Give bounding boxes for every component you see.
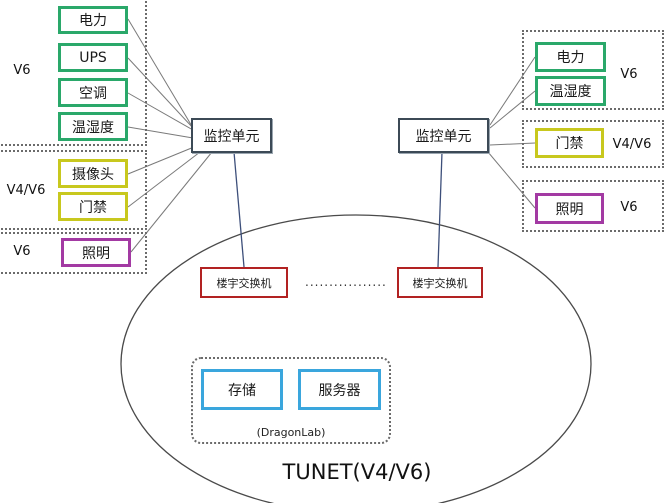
storage-node: 存储 — [201, 369, 283, 410]
tunet-title: TUNET(V4/V6) — [282, 460, 432, 484]
right-label-v6-bottom: V6 — [620, 199, 638, 215]
link-left-camera — [127, 146, 195, 175]
left-ac-node: 空调 — [58, 78, 128, 107]
tunet-boundary — [120, 214, 592, 503]
right-lighting-node: 照明 — [535, 193, 604, 224]
left-power-node: 电力 — [58, 6, 128, 34]
left-group-v6-bottom — [0, 232, 147, 274]
switch-ellipsis: ................. — [305, 275, 387, 289]
left-ups-node: UPS — [58, 43, 128, 72]
right-group-v6-bottom — [522, 180, 664, 232]
link-left-temp — [127, 126, 194, 139]
right-temp-humidity-node: 温湿度 — [535, 76, 606, 106]
dragonlab-label: (DragonLab) — [256, 425, 326, 439]
right-group-v6-top — [522, 30, 664, 110]
link-right-temp — [489, 90, 536, 129]
link-left-access — [127, 151, 201, 208]
right-access-control-node: 门禁 — [535, 128, 604, 158]
link-left-ac — [127, 92, 194, 131]
left-label-v6-top: V6 — [13, 62, 31, 78]
link-left-ups — [127, 57, 194, 129]
right-label-v4v6: V4/V6 — [612, 136, 652, 152]
right-label-v6-top: V6 — [620, 66, 638, 82]
left-monitor-unit: 监控单元 — [191, 118, 272, 153]
right-power-node: 电力 — [535, 42, 606, 72]
left-group-v6-top — [0, 0, 147, 146]
left-camera-node: 摄像头 — [58, 159, 128, 188]
left-label-v4v6: V4/V6 — [6, 182, 46, 198]
link-left-power — [127, 18, 194, 129]
left-building-switch: 楼宇交换机 — [200, 267, 288, 298]
left-temp-humidity-node: 温湿度 — [58, 112, 128, 141]
right-monitor-unit: 监控单元 — [398, 118, 489, 153]
left-lighting-node: 照明 — [61, 238, 131, 267]
dragonlab-group — [191, 357, 391, 444]
left-group-v4v6 — [0, 150, 147, 230]
link-right-power — [489, 56, 536, 126]
right-group-v4v6 — [522, 120, 664, 168]
left-access-control-node: 门禁 — [58, 192, 128, 221]
left-label-v6-bottom: V6 — [13, 243, 31, 259]
link-right-uplink — [437, 151, 443, 268]
link-left-uplink — [233, 151, 245, 268]
link-right-access — [489, 142, 536, 146]
link-right-lighting — [487, 151, 536, 209]
server-node: 服务器 — [298, 369, 381, 410]
link-left-lighting — [130, 151, 213, 253]
right-building-switch: 楼宇交换机 — [397, 267, 483, 298]
